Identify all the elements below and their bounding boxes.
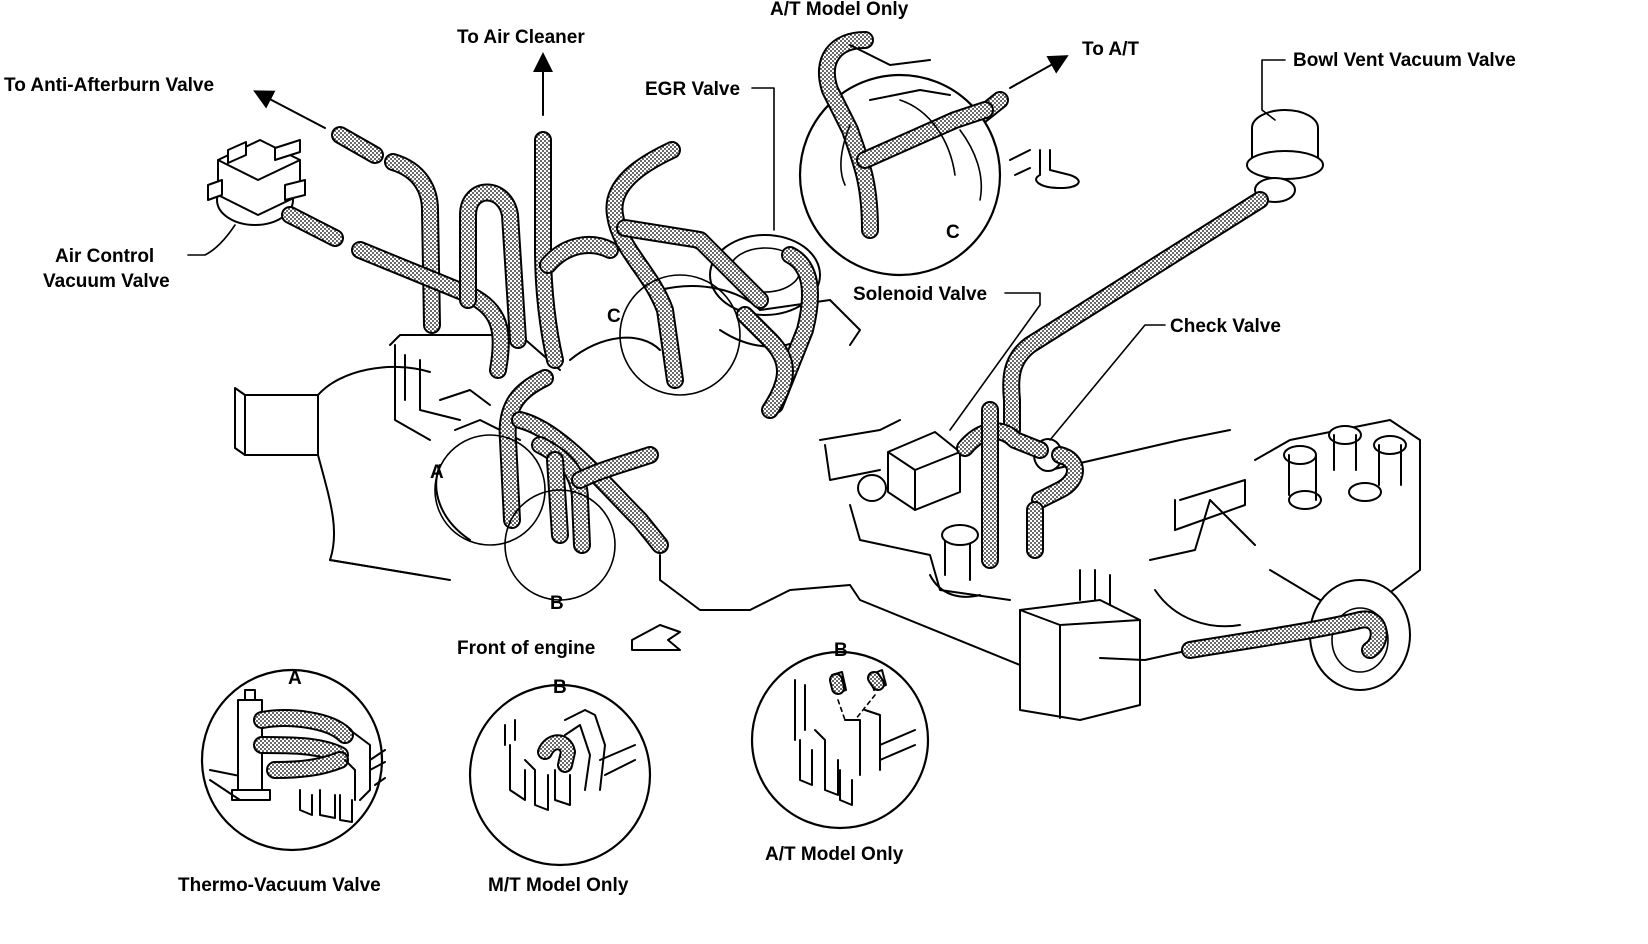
callout-letter-b-detail-mt: B [553,677,567,698]
callout-letter-a-main: A [430,462,444,483]
callout-circle-b-main [504,489,616,601]
label-at-model-only-bottom: A/T Model Only [765,844,904,865]
detail-circle-c-top [798,31,1002,277]
leader-lines [187,59,1286,441]
label-at-model-only-top: A/T Model Only [770,0,909,20]
detail-circle-b-mt [468,683,652,867]
label-check-valve: Check Valve [1170,316,1281,337]
callout-letter-b-main: B [550,593,564,614]
small-fitting-part [1035,149,1080,189]
label-front-of-engine: Front of engine [457,638,595,659]
label-air-control-line1: Air Control [55,246,154,267]
front-of-engine-arrow [631,624,681,651]
label-air-control-line2: Vacuum Valve [43,271,170,292]
label-bowl-vent-vacuum-valve: Bowl Vent Vacuum Valve [1293,50,1516,71]
direction-arrows [253,52,1069,129]
detail-circle-b-at [750,650,930,830]
label-egr-valve: EGR Valve [645,79,740,100]
detail-circle-a [200,668,386,852]
air-control-valve-part [207,139,306,226]
label-to-at: To A/T [1082,39,1139,60]
label-solenoid-valve: Solenoid Valve [853,284,987,305]
label-mt-model-only: M/T Model Only [488,875,629,896]
callout-letter-c-top: C [946,222,960,243]
callout-circle-a-main [434,434,546,546]
labels: To Anti-Afterburn Valve To Air Cleaner A… [4,0,1516,896]
callout-letter-c-main: C [607,306,621,327]
vacuum-hoses [281,91,1388,659]
label-to-anti-afterburn-valve: To Anti-Afterburn Valve [4,75,214,96]
callout-circle-c-main [619,274,741,396]
label-thermo-vacuum-valve: Thermo-Vacuum Valve [178,875,381,896]
label-to-air-cleaner: To Air Cleaner [457,27,585,48]
callout-letter-a-detail: A [288,668,302,689]
callout-letter-b-detail-at: B [834,640,848,661]
